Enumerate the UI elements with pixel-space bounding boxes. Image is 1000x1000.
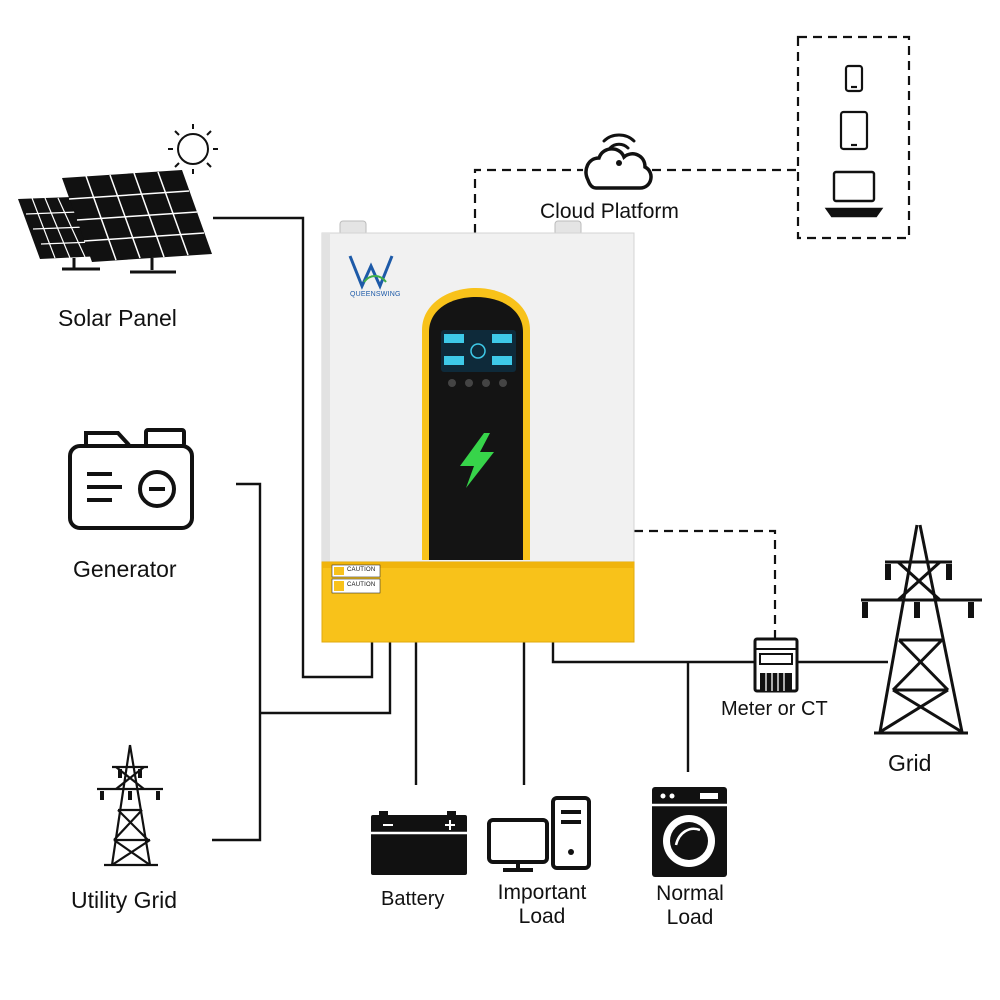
grid-label: Grid bbox=[888, 750, 932, 776]
generator-icon bbox=[68, 428, 194, 530]
cloud-platform-label: Cloud Platform bbox=[540, 200, 679, 223]
meter-link-line bbox=[634, 529, 777, 640]
ac-input-line bbox=[260, 642, 392, 715]
meter-label: Meter or CT bbox=[721, 698, 828, 720]
solar-panel-icon bbox=[18, 170, 212, 274]
washing-machine-icon bbox=[652, 787, 727, 877]
utility-grid-label: Utility Grid bbox=[71, 887, 178, 913]
battery-label: Battery bbox=[381, 888, 445, 910]
dashed-lines bbox=[473, 35, 911, 640]
normal-load-label: Normal Load bbox=[656, 882, 724, 930]
brand-logo-icon bbox=[348, 255, 394, 290]
normal-load-line1: Normal bbox=[656, 882, 724, 905]
grid-line bbox=[551, 642, 755, 664]
computer-icon bbox=[487, 796, 591, 872]
tablet-icon bbox=[839, 110, 869, 151]
lightning-bolt-icon bbox=[460, 433, 494, 488]
important-load-line2: Load bbox=[518, 905, 566, 928]
important-load-label: Important Load bbox=[498, 881, 587, 929]
cloud-link-line bbox=[473, 168, 583, 233]
meter-icon bbox=[753, 637, 799, 693]
utility-grid-icon bbox=[97, 744, 163, 867]
solar-panel-label: Solar Panel bbox=[58, 305, 177, 331]
generator-label: Generator bbox=[73, 556, 177, 582]
generator-line bbox=[212, 482, 262, 842]
caution-text-1: CAUTION bbox=[347, 567, 376, 573]
grid-tower-icon bbox=[861, 524, 982, 735]
devices-box bbox=[796, 35, 911, 240]
important-load-line1: Important bbox=[497, 881, 587, 904]
normal-load-line2: Load bbox=[666, 906, 714, 929]
cloud-icon bbox=[584, 133, 653, 190]
connection-lines bbox=[212, 216, 888, 842]
inverter-unit bbox=[321, 220, 635, 643]
phone-icon bbox=[844, 64, 864, 93]
caution-text-2: CAUTION bbox=[347, 582, 376, 588]
battery-icon bbox=[371, 811, 467, 875]
solar-line bbox=[213, 216, 374, 679]
laptop-icon bbox=[824, 170, 884, 218]
inverter-brand: QUEENSWING bbox=[350, 291, 401, 298]
sun-icon bbox=[168, 124, 218, 174]
